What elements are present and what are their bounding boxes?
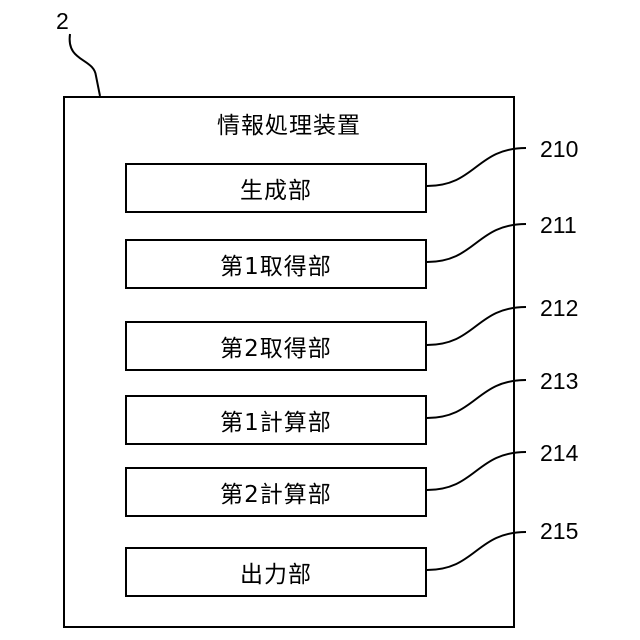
unit-label: 出力部 [240,555,312,589]
unit-ref-number-211: 211 [540,214,577,237]
unit-ref-number-214: 214 [540,442,578,465]
device-leader-line [70,34,100,96]
device-title: 情報処理装置 [63,112,515,140]
unit-box-second-calculation: 第2計算部 [125,467,427,517]
unit-box-first-acquisition: 第1取得部 [125,239,427,289]
unit-ref-number-212: 212 [540,297,578,320]
unit-box-output: 出力部 [125,547,427,597]
unit-ref-number-213: 213 [540,370,578,393]
unit-box-generation: 生成部 [125,163,427,213]
unit-box-first-calculation: 第1計算部 [125,395,427,445]
unit-label: 生成部 [240,171,312,205]
unit-box-second-acquisition: 第2取得部 [125,321,427,371]
unit-ref-number-210: 210 [540,138,578,161]
unit-ref-number-215: 215 [540,520,578,543]
device-ref-number: 2 [56,10,69,33]
unit-label: 第1取得部 [220,247,332,281]
unit-label: 第2計算部 [220,475,332,509]
unit-label: 第2取得部 [220,329,332,363]
unit-label: 第1計算部 [220,403,332,437]
